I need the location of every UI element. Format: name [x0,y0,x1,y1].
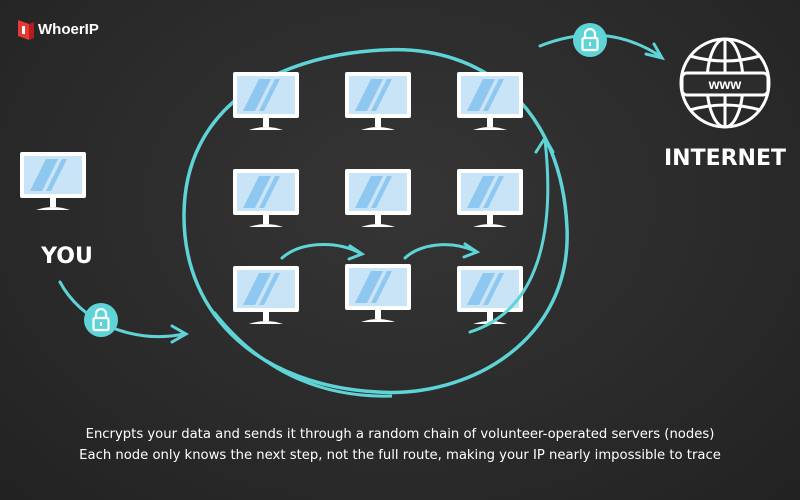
route-arrow [468,135,555,334]
you-label: YOU [41,244,93,269]
node-computer [457,266,523,324]
brand-name: WhoerIP [38,20,99,38]
node-circle [182,47,569,398]
lock-icon [571,21,609,59]
entry-arrow [58,280,190,344]
node-computer [457,169,523,227]
node-computer [345,72,411,130]
caption: Encrypts your data and sends it through … [0,424,800,466]
caption-line: Each node only knows the next step, not … [79,448,721,463]
brand-logo: WhoerIP [18,18,99,40]
node-grid [233,72,523,324]
node-computer [345,264,411,322]
globe-icon [679,37,771,129]
lock-icon [82,301,120,339]
route-arrow [280,243,366,261]
whoerip-logo-icon [18,20,34,40]
node-computer [233,266,299,324]
www-label: www [708,76,742,92]
node-computer [233,169,299,227]
node-computer [233,72,299,130]
route-arrow [403,242,481,260]
internet-label: INTERNET [663,146,787,171]
caption-line: Encrypts your data and sends it through … [85,427,715,442]
you-computer [20,152,86,210]
node-computer [345,169,411,227]
node-computer [457,72,523,130]
